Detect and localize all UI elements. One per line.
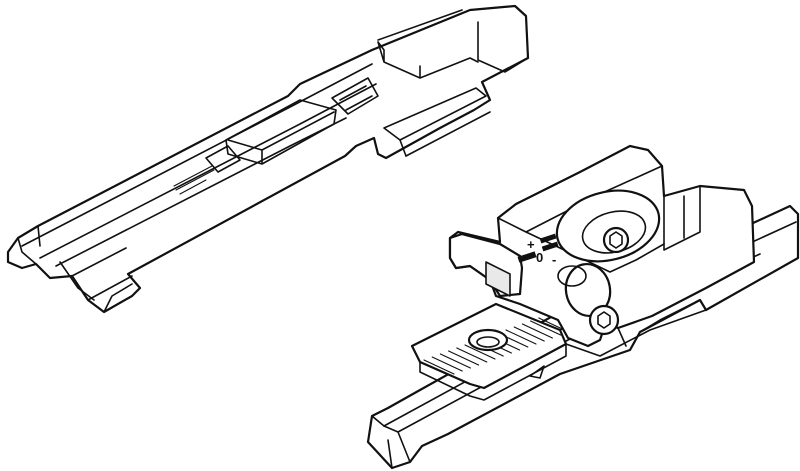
left-rail-hatch <box>173 165 215 195</box>
scale-hatch-1 <box>539 233 557 244</box>
lower-cavity <box>557 265 587 287</box>
scale-zero: 0 <box>536 250 543 265</box>
counterbore-outer <box>555 189 661 263</box>
tongue-rib <box>530 320 562 336</box>
left-rail-top-tab <box>469 5 529 73</box>
housing-base-ledge <box>565 309 707 357</box>
left-rail-notch-right <box>383 87 487 157</box>
hex-screw-socket <box>609 231 623 249</box>
left-rail-small-pad <box>205 145 241 173</box>
left-rail-slot <box>331 77 379 115</box>
left-rail-part <box>6 4 530 314</box>
scale-hatch-3 <box>517 251 537 263</box>
tongue-rib <box>505 329 537 345</box>
tongue-rib <box>456 347 488 363</box>
left-rail-tab-ridge <box>377 9 463 41</box>
tongue-front-edge <box>419 343 567 401</box>
tongue-rib <box>448 350 480 366</box>
right-clip-part: + 0 - <box>366 144 800 470</box>
tongue-screw-hole-inner <box>476 336 500 348</box>
tongue-rib <box>521 323 553 339</box>
left-rail-surface-line-2 <box>39 83 377 259</box>
side-screw <box>588 304 620 336</box>
side-screw-socket <box>597 311 611 329</box>
right-rail-end-lip <box>371 415 411 469</box>
tongue-rib <box>431 356 463 372</box>
left-rail-surface-line-1 <box>21 63 373 247</box>
tongue-rib <box>513 326 545 342</box>
scale-plus: + <box>527 237 535 252</box>
tongue-rib <box>464 344 496 360</box>
left-rail-end-lip <box>71 247 133 301</box>
tongue-rib <box>423 359 455 375</box>
scale-mark-area: + 0 - <box>517 233 559 267</box>
scale-minus: - <box>552 252 556 267</box>
housing-vertical-slot <box>663 185 701 251</box>
scale-hatch-2 <box>541 241 559 252</box>
left-rail-pad <box>225 99 337 165</box>
front-window <box>485 261 511 297</box>
left-rail-slot-inner <box>339 85 373 111</box>
left-rail-notch-line <box>405 111 491 157</box>
left-rail-raised-block <box>377 41 479 79</box>
tongue-rib <box>439 353 471 369</box>
left-rail-end-foot <box>17 225 133 313</box>
left-rail-outline <box>6 4 530 314</box>
hex-screw-head <box>602 226 630 254</box>
